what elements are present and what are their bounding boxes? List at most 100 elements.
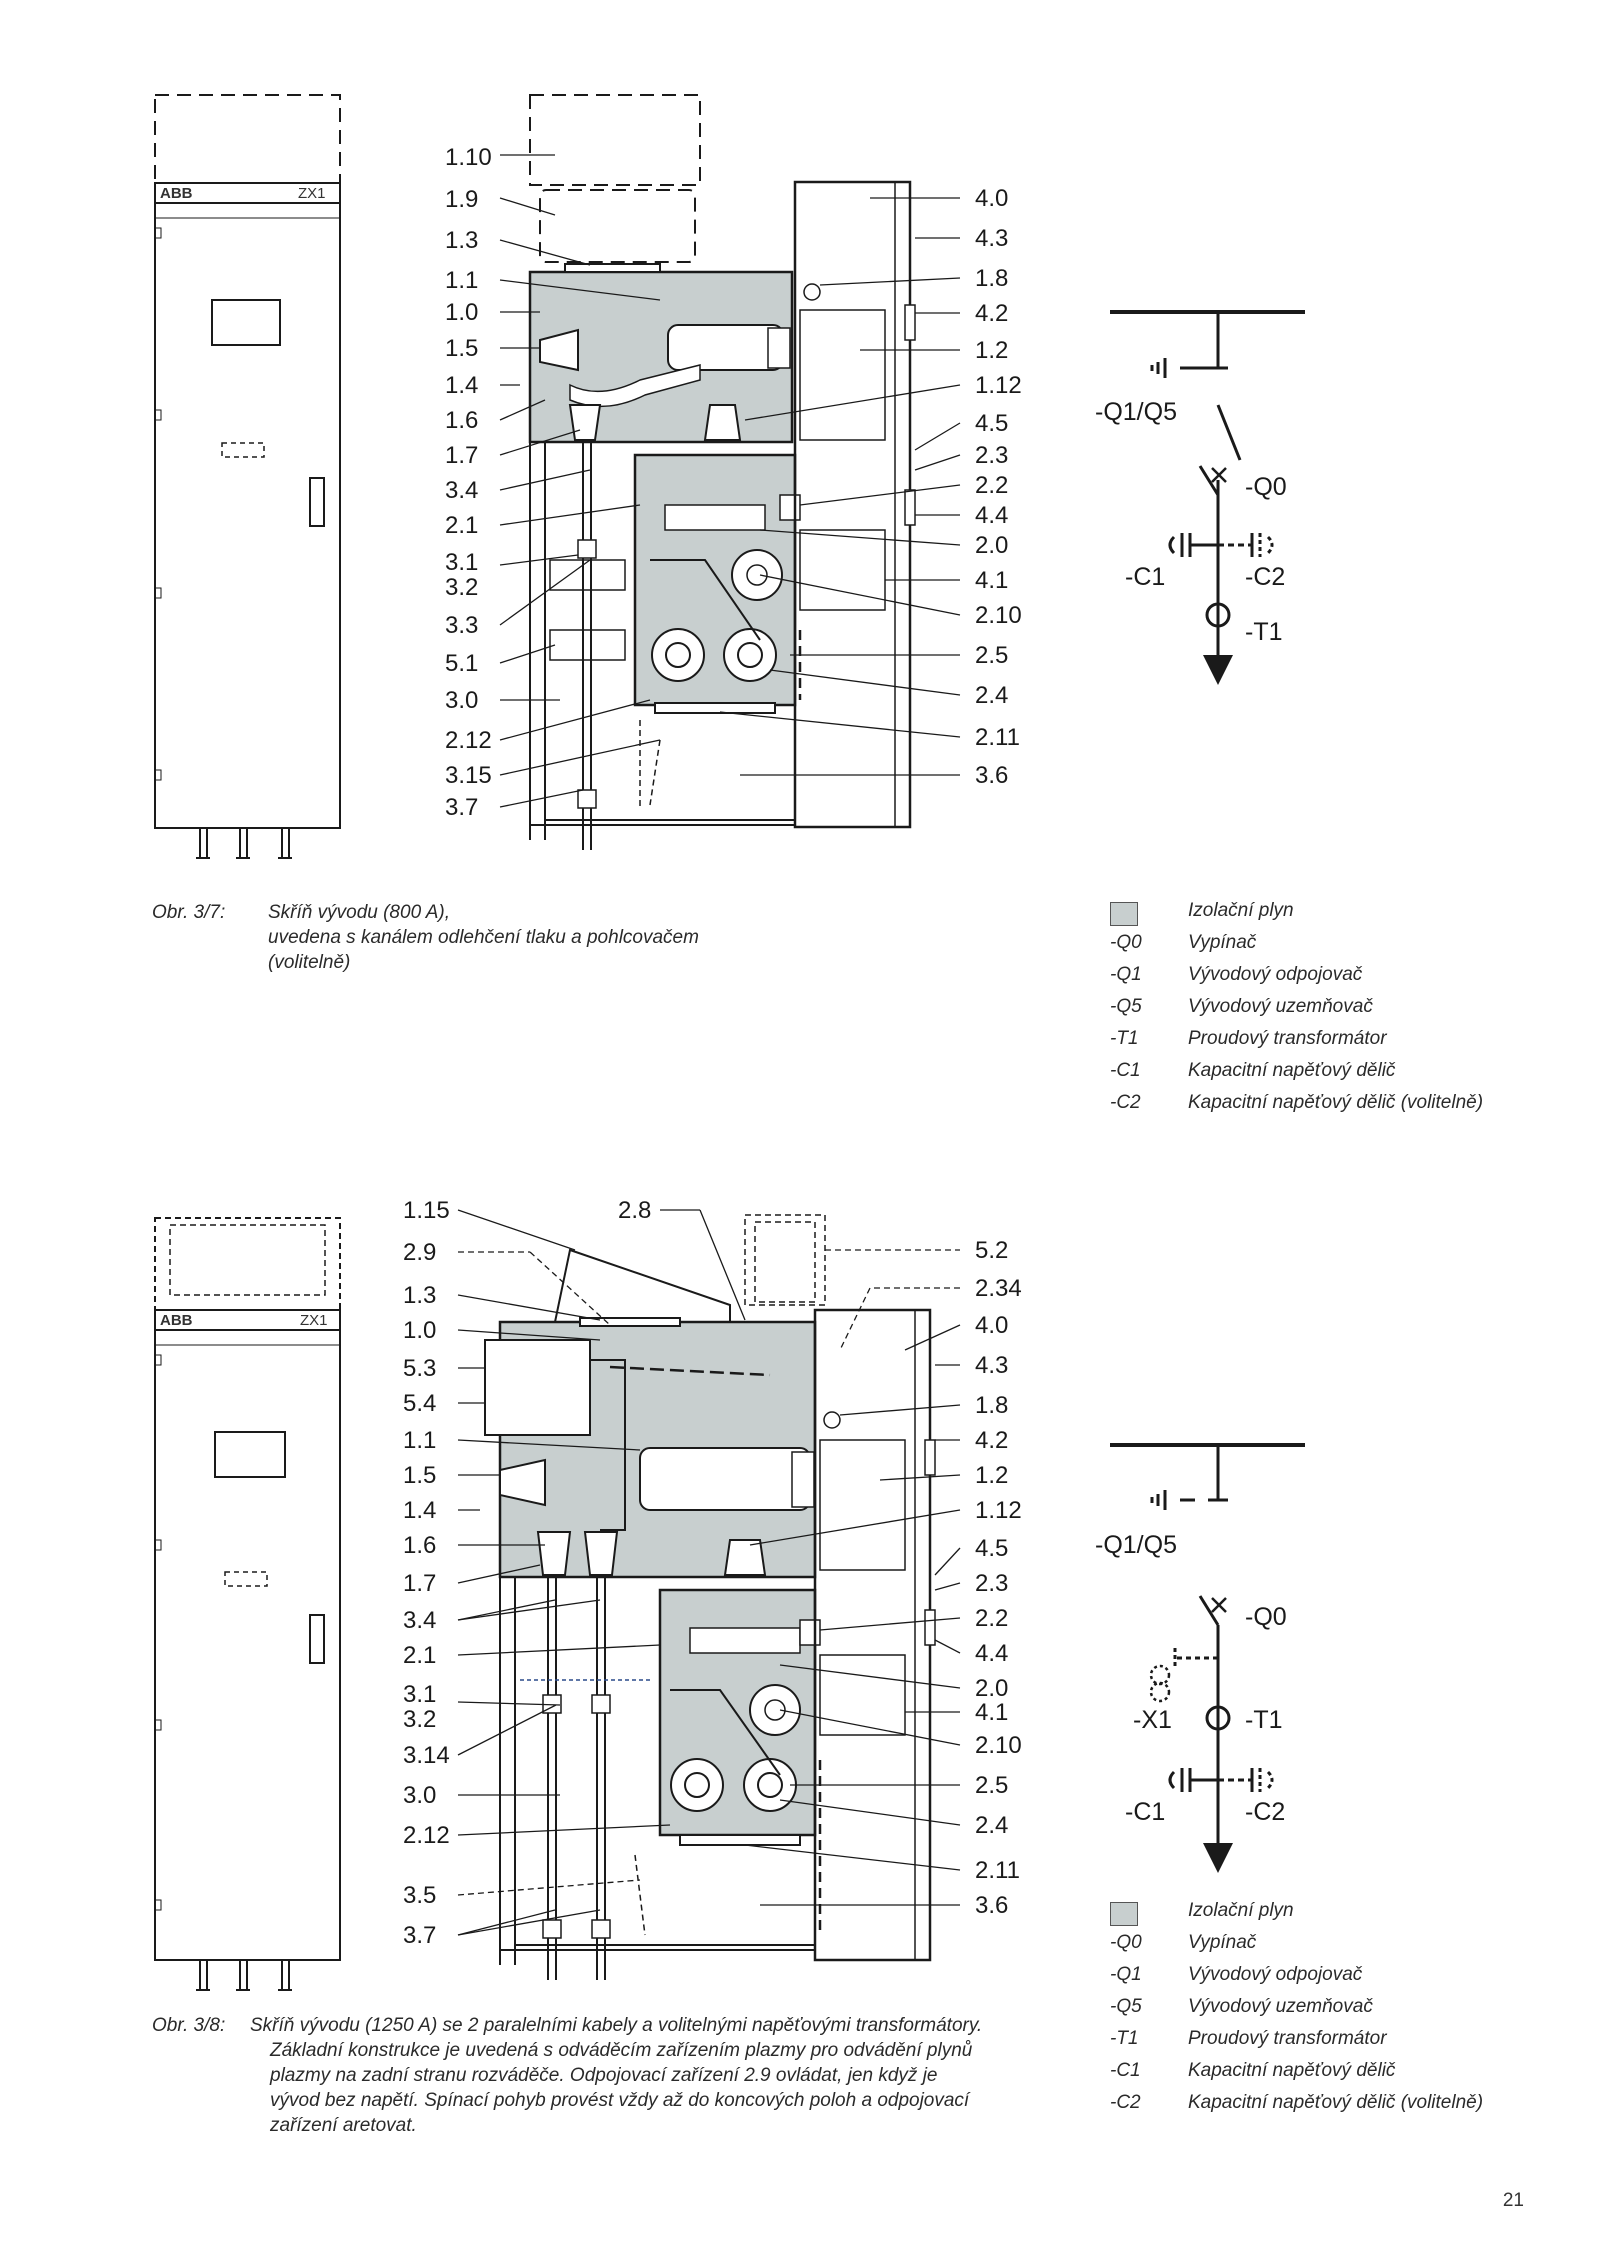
fig1-sld-c1: -C1 — [1125, 563, 1165, 591]
fig1-label-4-0: 4.0 — [975, 185, 1008, 212]
fig2-label-2-3: 2.3 — [975, 1570, 1008, 1597]
fig2-label-2-10: 2.10 — [975, 1732, 1022, 1759]
fig1-label-3-15: 3.15 — [445, 762, 492, 789]
insulating-gas-swatch — [1110, 1902, 1138, 1926]
fig2-label-1-15: 1.15 — [403, 1197, 450, 1224]
legend-code: -Q5 — [1110, 1996, 1142, 2017]
fig1-label-1-10: 1.10 — [445, 144, 492, 171]
fig2-label-1-12: 1.12 — [975, 1497, 1022, 1524]
fig1-label-3-2: 3.2 — [445, 574, 478, 601]
legend-text: Proudový transformátor — [1188, 1028, 1387, 1049]
fig2-section-view — [484, 1214, 936, 1980]
fig1-leader-lines — [499, 154, 961, 808]
fig2-label-2-2: 2.2 — [975, 1605, 1008, 1632]
fig1-label-1-7: 1.7 — [445, 442, 478, 469]
fig1-label-2-11: 2.11 — [975, 724, 1020, 751]
fig2-leader-lines — [457, 1209, 961, 1936]
fig1-caption-line-2: uvedena s kanálem odlehčení tlaku a pohl… — [268, 927, 699, 948]
fig2-caption: Obr. 3/8: Skříň vývodu (1250 A) se 2 par… — [152, 2013, 1072, 2143]
fig1-caption-line-3: (volitelně) — [268, 952, 351, 973]
fig2-label-2-4: 2.4 — [975, 1812, 1008, 1839]
fig1-section-view — [528, 94, 916, 850]
fig2-label-1-8: 1.8 — [975, 1392, 1008, 1419]
fig2-label-1-2: 1.2 — [975, 1462, 1008, 1489]
fig1-label-1-9: 1.9 — [445, 186, 478, 213]
fig2-label-3-0: 3.0 — [403, 1782, 436, 1809]
fig2-label-3-7: 3.7 — [403, 1922, 436, 1949]
fig1-label-4-3: 4.3 — [975, 225, 1008, 252]
legend-text: Izolační plyn — [1188, 1900, 1294, 1921]
fig2-label-1-3: 1.3 — [403, 1282, 436, 1309]
fig2-label-1-7: 1.7 — [403, 1570, 436, 1597]
fig2-label-2-1: 2.1 — [403, 1642, 436, 1669]
legend-code: -Q0 — [1110, 932, 1142, 953]
fig1-label-4-4: 4.4 — [975, 502, 1008, 529]
fig1-label-5-1: 5.1 — [445, 650, 478, 677]
fig1-sld-labels: -Q1/Q5 -Q0 -C1 -C2 -T1 — [1095, 398, 1287, 646]
fig2-sld-q1q5: -Q1/Q5 — [1095, 1531, 1177, 1559]
fig2-label-2-12: 2.12 — [403, 1822, 450, 1849]
fig1-label-3-1: 3.1 — [445, 549, 478, 576]
fig2-label-4-2: 4.2 — [975, 1427, 1008, 1454]
legend-code: -C2 — [1110, 2092, 1141, 2113]
fig1-label-2-12: 2.12 — [445, 727, 492, 754]
fig1-label-3-0: 3.0 — [445, 687, 478, 714]
fig1-model-label: ZX1 — [298, 185, 326, 202]
fig2-label-5-4: 5.4 — [403, 1390, 436, 1417]
fig1-sld-t1: -T1 — [1245, 618, 1283, 646]
fig1-label-2-5: 2.5 — [975, 642, 1008, 669]
fig1-sld-c2: -C2 — [1245, 563, 1285, 591]
legend-text: Vývodový odpojovač — [1188, 1964, 1363, 1985]
insulating-gas-swatch — [1110, 902, 1138, 926]
fig1-label-2-2: 2.2 — [975, 472, 1008, 499]
fig1-label-3-6: 3.6 — [975, 762, 1008, 789]
fig1-label-4-5: 4.5 — [975, 410, 1008, 437]
legend-text: Proudový transformátor — [1188, 2028, 1387, 2049]
fig1-label-1-2: 1.2 — [975, 337, 1008, 364]
fig2-label-3-2: 3.2 — [403, 1706, 436, 1733]
fig1-brand-logo: ABB — [160, 185, 193, 202]
fig2-brand-logo: ABB — [160, 1312, 193, 1329]
fig2-front-view — [154, 1217, 341, 1991]
fig2-sld-c2: -C2 — [1245, 1798, 1285, 1826]
fig2-caption-line-2: Základní konstrukce je uvedená s odváděc… — [270, 2040, 973, 2061]
fig2-labels-left: 1.15 2.9 1.3 1.0 5.3 5.4 1.1 1.5 1.4 1.6… — [403, 1197, 651, 1949]
legend-code: -Q5 — [1110, 996, 1142, 1017]
fig1-sld-q0: -Q0 — [1245, 473, 1287, 501]
fig2-label-4-5: 4.5 — [975, 1535, 1008, 1562]
legend-text: Kapacitní napěťový dělič (volitelně) — [1188, 2092, 1484, 2113]
fig2-label-2-8: 2.8 — [618, 1197, 651, 1224]
fig2-model-label: ZX1 — [300, 1312, 328, 1329]
fig2-label-3-5: 3.5 — [403, 1882, 436, 1909]
fig1-caption-line-1: Skříň vývodu (800 A), — [268, 902, 450, 923]
fig2-label-3-6: 3.6 — [975, 1892, 1008, 1919]
fig1-label-2-4: 2.4 — [975, 682, 1008, 709]
fig1-label-2-1: 2.1 — [445, 512, 478, 539]
fig1-label-3-4: 3.4 — [445, 477, 478, 504]
legend-text: Vypínač — [1188, 1932, 1257, 1953]
legend-text: Kapacitní napěťový dělič — [1188, 2060, 1396, 2081]
fig2-label-1-0: 1.0 — [403, 1317, 436, 1344]
fig2-label-4-3: 4.3 — [975, 1352, 1008, 1379]
fig1-label-3-3: 3.3 — [445, 612, 478, 639]
fig2-label-1-5: 1.5 — [403, 1462, 436, 1489]
legend-text: Vypínač — [1188, 932, 1257, 953]
fig2-label-5-2: 5.2 — [975, 1237, 1008, 1264]
fig2-label-1-4: 1.4 — [403, 1497, 436, 1524]
fig2-caption-line-1: Skříň vývodu (1250 A) se 2 paralelními k… — [250, 2015, 983, 2036]
legend-code: -Q1 — [1110, 964, 1142, 985]
fig2-label-3-4: 3.4 — [403, 1607, 436, 1634]
fig1-label-2-0: 2.0 — [975, 532, 1008, 559]
fig1-legend: Izolační plyn -Q0 Vypínač -Q1 Vývodový o… — [1110, 900, 1550, 1120]
legend-text: Vývodový uzemňovač — [1188, 996, 1373, 1017]
fig1-label-1-6: 1.6 — [445, 407, 478, 434]
fig2-label-2-5: 2.5 — [975, 1772, 1008, 1799]
legend-code: -Q1 — [1110, 1964, 1142, 1985]
fig2-single-line-diagram — [1110, 1443, 1305, 1873]
fig2-labels-right: 5.2 2.34 4.0 4.3 1.8 4.2 1.2 1.12 4.5 2.… — [975, 1237, 1022, 1919]
fig2-caption-line-5: zařízení aretovat. — [270, 2115, 417, 2136]
fig1-label-1-3: 1.3 — [445, 227, 478, 254]
legend-code: -T1 — [1110, 2028, 1139, 2049]
legend-text: Vývodový uzemňovač — [1188, 1996, 1373, 2017]
